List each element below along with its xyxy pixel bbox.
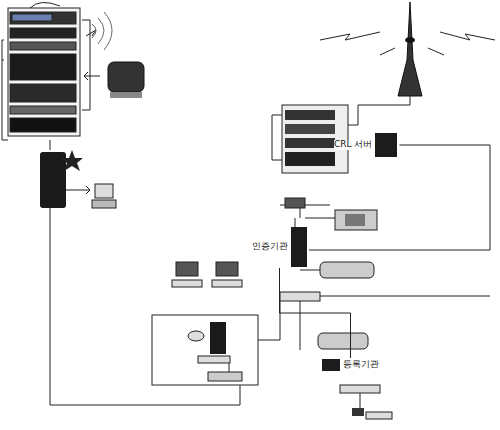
server-icon [322,359,340,371]
node-label: 인증기관 [252,242,288,252]
node-label: CRL 서버 [334,140,372,150]
node-label: 등록기관 [343,360,379,370]
server-box: 인증기관 [250,226,309,268]
connector-line [280,268,351,358]
server-box: 등록기관 [320,358,381,372]
server-box: CRL 서버 [332,132,399,158]
server-icon [375,133,397,157]
server-icon [291,227,307,267]
connector-line [309,145,490,250]
